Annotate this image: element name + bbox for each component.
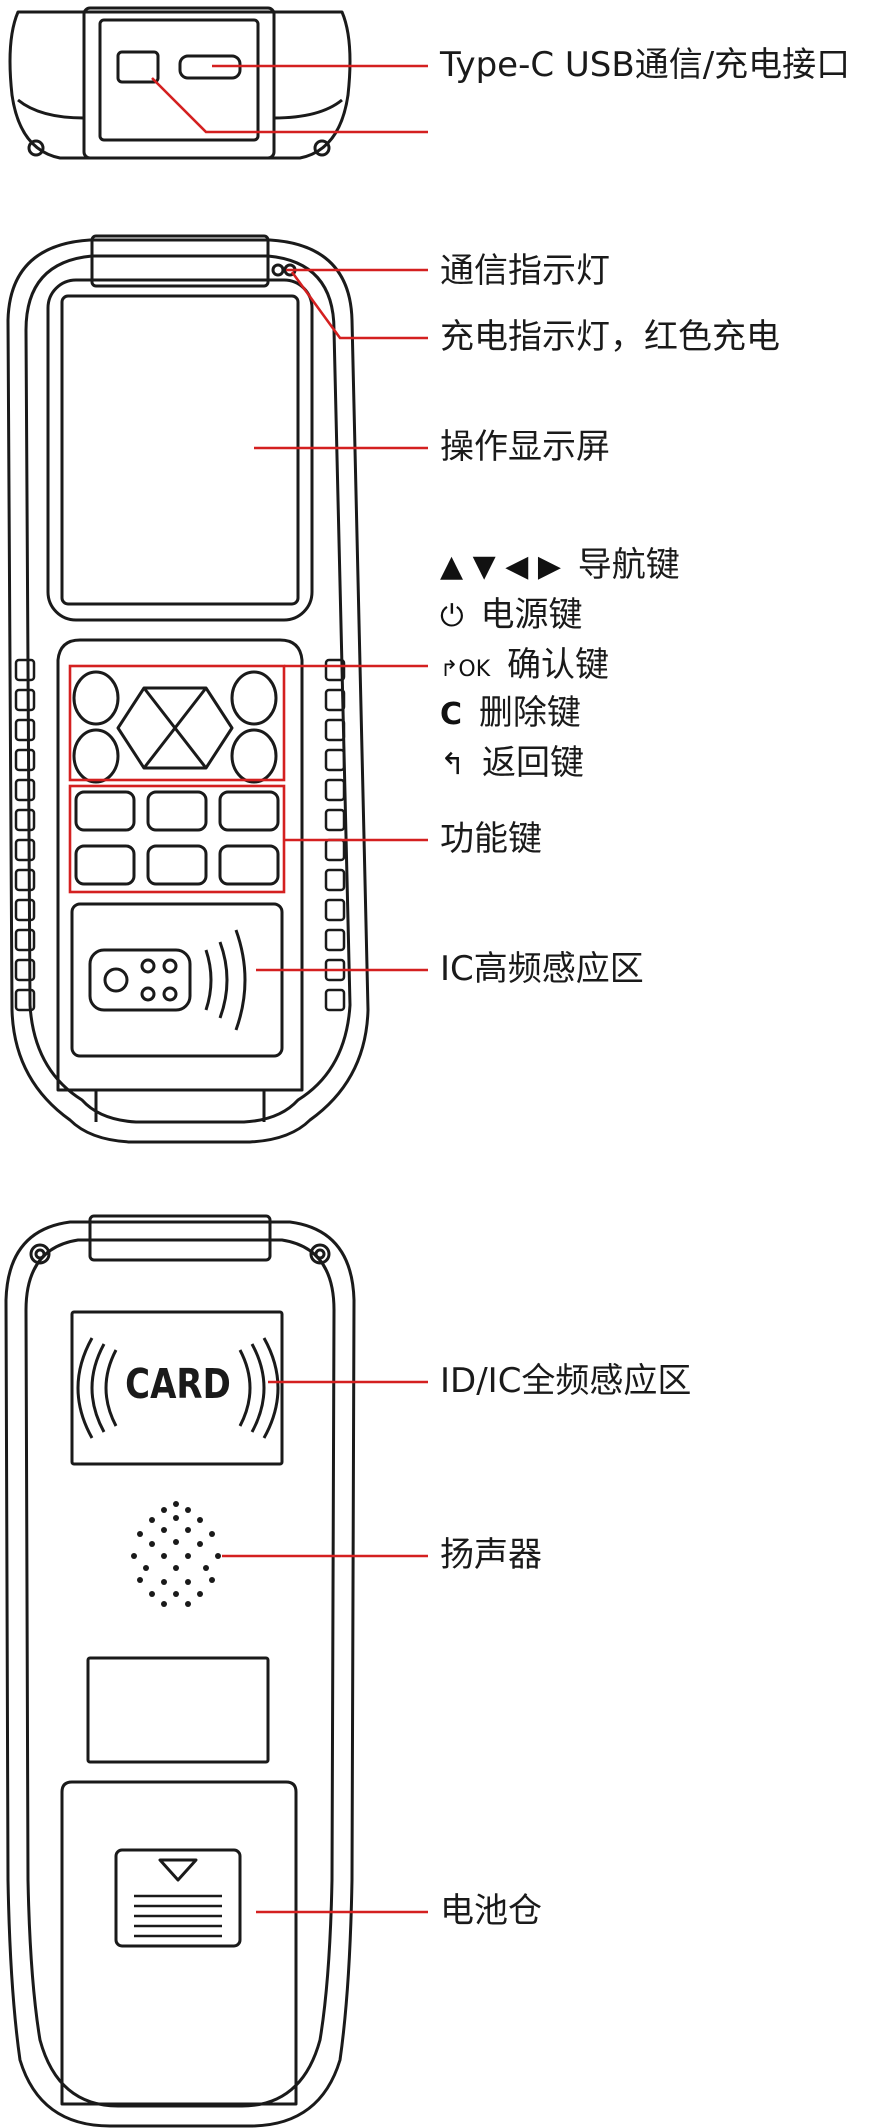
power-key-shape: [72, 670, 120, 726]
delete-icon: C: [440, 697, 463, 732]
leader-lines: [68, 64, 428, 1914]
nav-keys-highlight: [68, 664, 286, 782]
label-screen: 操作显示屏: [440, 427, 610, 467]
label-battery: 电池仓: [440, 1891, 542, 1931]
card-text: CARD: [125, 1360, 231, 1408]
nav-keys-row: ▲ ▼ ◀ ▶ 导航键: [440, 548, 680, 582]
power-key-row: ⏻ 电源键: [440, 598, 583, 632]
label-nav-keys: 导航键: [577, 545, 680, 585]
label-speaker: 扬声器: [440, 1535, 542, 1575]
label-charge-led: 充电指示灯，红色充电: [440, 317, 780, 357]
idic-area-shape: [70, 1310, 284, 1466]
label-back-key: 返回键: [481, 743, 584, 783]
leader-charge-led: [290, 271, 428, 340]
ic-area-shape: [70, 902, 284, 1058]
label-delete-key: 删除键: [478, 693, 581, 733]
label-comm-led: 通信指示灯: [440, 251, 610, 291]
back-icon: ↰: [440, 747, 466, 782]
usb-port-shape: [116, 50, 160, 84]
back-key-shape: [230, 728, 278, 784]
label-usb-port: Type-C USB通信/充电接口: [440, 45, 851, 85]
back-view: [4, 1214, 356, 2128]
nav-arrows-icon: ▲ ▼ ◀ ▶: [440, 549, 561, 584]
label-ic-area: IC高频感应区: [440, 949, 644, 989]
back-key-row: ↰ 返回键: [440, 746, 584, 780]
ok-key-row: ↱OK 确认键: [440, 648, 609, 682]
ok-key-shape: [230, 670, 278, 726]
delete-key-shape: [72, 728, 120, 784]
ok-icon: ↱OK: [440, 657, 491, 682]
battery-cover-shape: [60, 1780, 298, 2106]
label-ok-key: 确认键: [507, 645, 609, 685]
label-power-key: 电源键: [480, 595, 583, 635]
speaker-grille: [131, 1501, 221, 1607]
power-icon: ⏻: [440, 599, 464, 634]
screen-shape: [60, 294, 300, 606]
top-view: [8, 6, 352, 160]
label-idic-area: ID/IC全频感应区: [440, 1361, 692, 1401]
delete-key-row: C 删除键: [440, 696, 581, 730]
front-view: [6, 234, 370, 1144]
comm-led-shape: [271, 263, 285, 277]
label-function-keys: 功能键: [440, 819, 542, 859]
leader-usb: [151, 77, 428, 134]
function-keys-highlight: [68, 784, 286, 894]
